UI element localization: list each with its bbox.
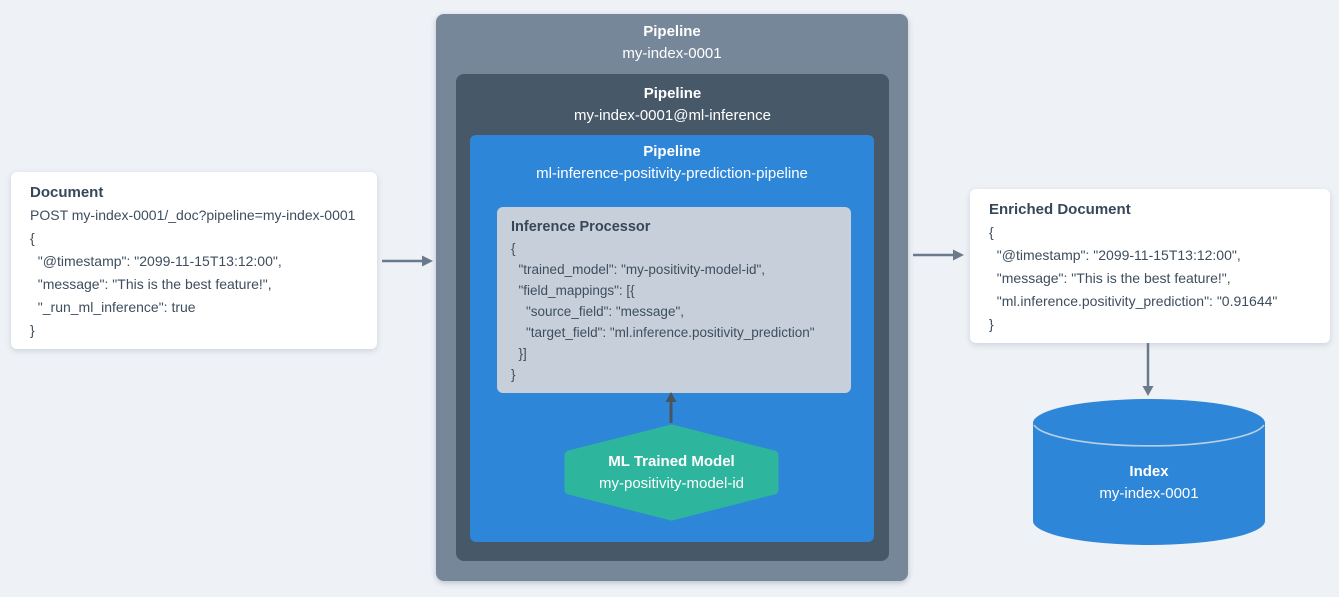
- pipeline-inference-name: ml-inference-positivity-prediction-pipel…: [536, 165, 808, 182]
- inference-processor-code-line: "target_field": "ml.inference.positivity…: [511, 325, 815, 340]
- trained-model-text: ML Trained Model my-positivity-model-id: [560, 424, 783, 521]
- trained-model-name: my-positivity-model-id: [598, 474, 745, 492]
- index-title: Index: [1129, 463, 1169, 480]
- flow-arrow-document-to-pipeline: [381, 254, 434, 273]
- pipeline-inference-label: Pipeline: [643, 143, 701, 160]
- document-code-line: "_run_ml_inference": true: [30, 299, 196, 315]
- pipeline-outer-box: Pipeline my-index-0001 Pipeline my-index…: [436, 14, 908, 581]
- inference-processor-code-line: }]: [511, 346, 527, 361]
- document-code-line: POST my-index-0001/_doc?pipeline=my-inde…: [30, 207, 356, 223]
- pipeline-inference-header: Pipeline ml-inference-positivity-predict…: [470, 141, 874, 185]
- inference-processor-code-line: "trained_model": "my-positivity-model-id…: [511, 262, 766, 277]
- arrow-right-icon: [382, 255, 433, 267]
- database-cylinder-icon: [1033, 399, 1265, 545]
- document-code-line: }: [30, 322, 35, 338]
- enriched-code-line: "message": "This is the best feature!",: [989, 270, 1231, 286]
- document-code-line: "message": "This is the best feature!",: [30, 276, 272, 292]
- inference-processor-code-line: {: [511, 241, 516, 256]
- index-text: Index my-index-0001: [1033, 399, 1265, 545]
- enriched-code-line: {: [989, 224, 994, 240]
- trained-model-title: ML Trained Model: [608, 452, 735, 470]
- inference-processor-card: Inference Processor { "trained_model": "…: [497, 207, 851, 393]
- arrow-right-icon: [913, 249, 964, 261]
- document-code-line: {: [30, 230, 35, 246]
- arrow-down-icon: [1142, 343, 1154, 396]
- document-card: Document POST my-index-0001/_doc?pipelin…: [11, 172, 377, 349]
- enriched-document-title: Enriched Document: [989, 201, 1131, 218]
- inference-processor-title: Inference Processor: [511, 219, 651, 235]
- inference-processor-code-line: }: [511, 367, 516, 382]
- pipeline-outer-name: my-index-0001: [622, 45, 722, 62]
- trained-model-node: ML Trained Model my-positivity-model-id: [560, 424, 783, 521]
- pipeline-inference-box: Pipeline ml-inference-positivity-predict…: [470, 135, 874, 542]
- pipeline-outer-label: Pipeline: [643, 23, 701, 40]
- pipeline-ml-name: my-index-0001@ml-inference: [574, 107, 771, 124]
- arrow-up-icon: [665, 392, 677, 423]
- inference-processor-code-line: "source_field": "message",: [511, 304, 684, 319]
- document-card-title: Document: [30, 184, 104, 201]
- flow-arrow-model-to-processor: [664, 392, 678, 429]
- pipeline-ml-label: Pipeline: [643, 85, 702, 102]
- flow-arrow-pipeline-to-enriched: [912, 248, 965, 267]
- pipeline-ml-header: Pipeline my-index-0001@ml-inference: [456, 83, 889, 127]
- flow-arrow-enriched-to-index: [1141, 343, 1155, 402]
- enriched-code-line: "ml.inference.positivity_prediction": "0…: [989, 293, 1278, 309]
- enriched-code-line: "@timestamp": "2099-11-15T13:12:00",: [989, 247, 1241, 263]
- enriched-code-line: }: [989, 316, 994, 332]
- hexagon-icon: [564, 424, 779, 521]
- pipeline-outer-header: Pipeline my-index-0001: [436, 21, 908, 65]
- document-code-line: "@timestamp": "2099-11-15T13:12:00",: [30, 253, 282, 269]
- enriched-document-card: Enriched Document { "@timestamp": "2099-…: [970, 189, 1330, 343]
- pipeline-ml-inference-box: Pipeline my-index-0001@ml-inference Pipe…: [456, 74, 889, 561]
- index-name: my-index-0001: [1099, 485, 1199, 502]
- index-node: Index my-index-0001: [1033, 399, 1265, 545]
- inference-processor-code-line: "field_mappings": [{: [511, 283, 635, 298]
